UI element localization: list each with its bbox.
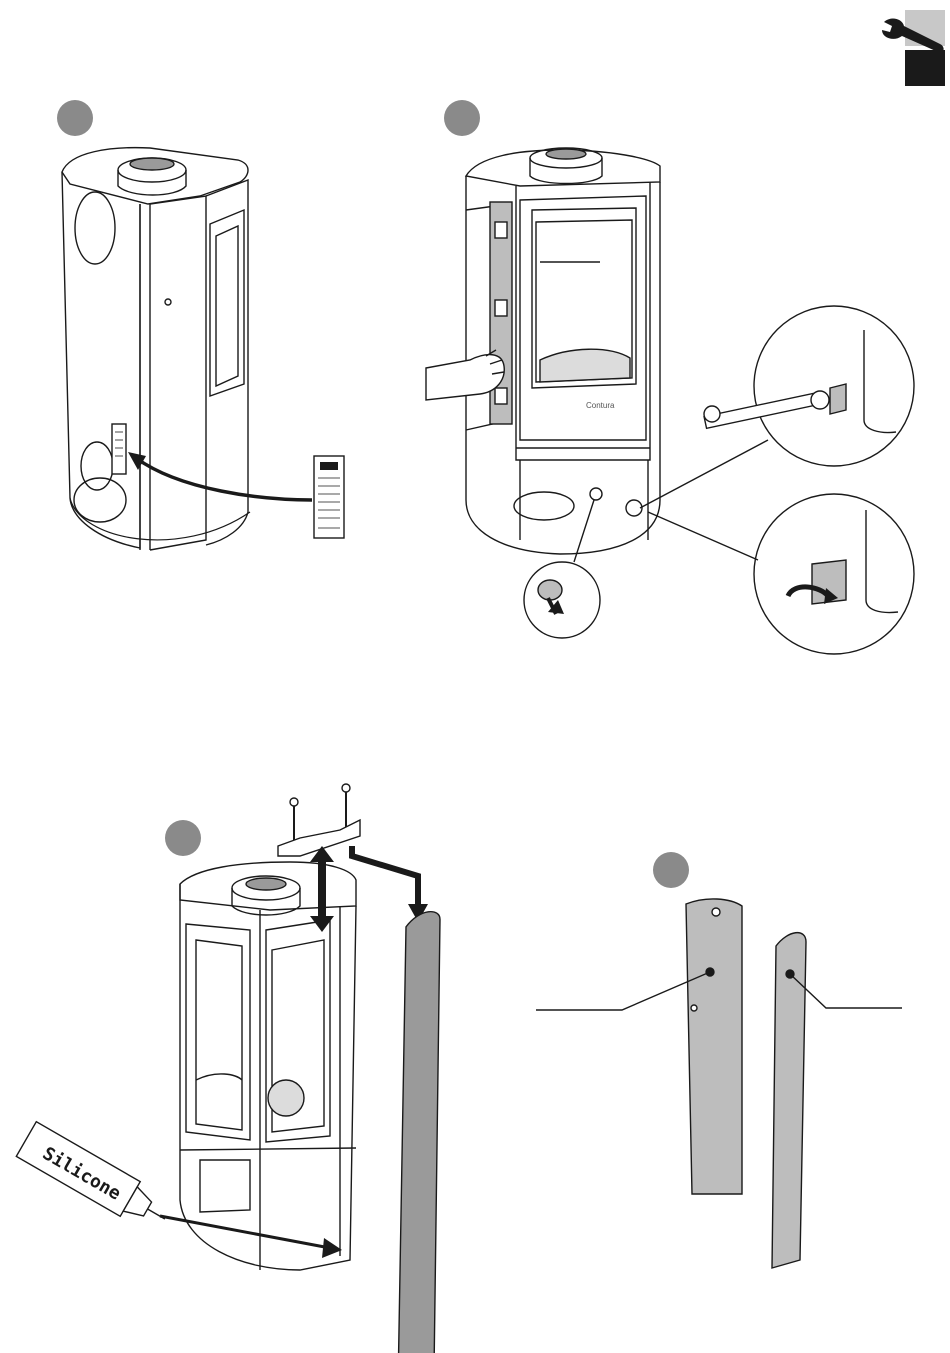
step-4-badge — [653, 852, 689, 888]
step-2-badge — [444, 100, 480, 136]
step-1-badge — [57, 100, 93, 136]
stove-brand-label: Contura — [586, 401, 615, 410]
step-1-illustration — [62, 148, 344, 550]
side-panel-front — [686, 899, 742, 1194]
step-3-badge — [165, 820, 201, 856]
step-4-illustration — [536, 899, 902, 1268]
section-tab — [882, 10, 945, 86]
step-3-illustration — [16, 784, 440, 1353]
step-2-illustration — [426, 148, 914, 654]
side-panel-rear — [772, 933, 806, 1268]
section-tab-dark — [905, 50, 945, 86]
